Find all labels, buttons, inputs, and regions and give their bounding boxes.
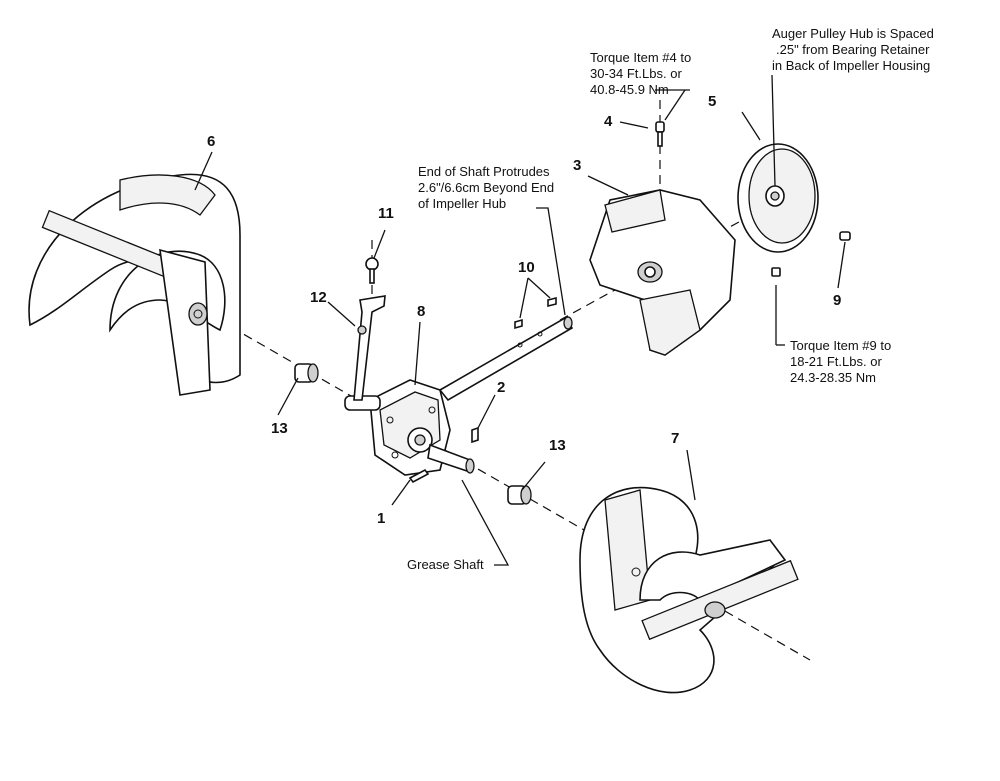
note-shaft-protrudes-line3: of Impeller Hub (418, 196, 506, 211)
note-grease-shaft: Grease Shaft (407, 557, 484, 572)
grease-fitting-lever (353, 257, 386, 401)
callout-5: 5 (708, 93, 716, 110)
callout-1: 1 (377, 510, 385, 527)
impeller-housing (589, 189, 736, 356)
bearing-right (507, 485, 532, 505)
gearbox (344, 379, 475, 476)
callout-11: 11 (378, 205, 394, 222)
left-auger-flight (28, 173, 241, 396)
auger-shaft (438, 316, 574, 402)
callout-3: 3 (573, 157, 581, 174)
note-auger-pulley-line1: Auger Pulley Hub is Spaced (772, 26, 934, 41)
callout-4: 4 (604, 113, 613, 130)
callout-8: 8 (417, 303, 425, 320)
callout-13-left: 13 (271, 420, 288, 437)
note-torque-4-line2: 30-34 Ft.Lbs. or (590, 66, 682, 81)
callout-10: 10 (518, 259, 535, 276)
callout-2: 2 (497, 379, 505, 396)
note-torque-4-line3: 40.8-45.9 Nm (590, 82, 669, 97)
note-shaft-protrudes-line1: End of Shaft Protrudes (418, 164, 550, 179)
note-torque-4: Torque Item #4 to 30-34 Ft.Lbs. or 40.8-… (590, 50, 691, 97)
note-torque-4-line1: Torque Item #4 to (590, 50, 691, 65)
housing-bolt (655, 121, 665, 147)
note-auger-pulley-line3: in Back of Impeller Housing (772, 58, 930, 73)
note-shaft-protrudes: End of Shaft Protrudes 2.6"/6.6cm Beyond… (418, 164, 554, 211)
small-hardware (408, 296, 557, 484)
note-auger-pulley: Auger Pulley Hub is Spaced .25" from Bea… (772, 26, 934, 73)
callout-6: 6 (207, 133, 215, 150)
callout-13-right: 13 (549, 437, 566, 454)
pulley-nut-bolt (771, 231, 851, 277)
right-auger-flight (579, 486, 799, 694)
bearing-left (294, 363, 319, 383)
callout-9: 9 (833, 292, 841, 309)
auger-pulley (737, 143, 819, 253)
note-torque-9-line2: 18-21 Ft.Lbs. or (790, 354, 882, 369)
note-torque-9-line3: 24.3-28.35 Nm (790, 370, 876, 385)
note-shaft-protrudes-line2: 2.6"/6.6cm Beyond End (418, 180, 554, 195)
note-torque-9: Torque Item #9 to 18-21 Ft.Lbs. or 24.3-… (790, 338, 891, 385)
callout-12: 12 (310, 289, 327, 306)
leader-lines (194, 74, 846, 566)
callout-7: 7 (671, 430, 679, 447)
note-auger-pulley-line2: .25" from Bearing Retainer (776, 42, 930, 57)
note-torque-9-line1: Torque Item #9 to (790, 338, 891, 353)
